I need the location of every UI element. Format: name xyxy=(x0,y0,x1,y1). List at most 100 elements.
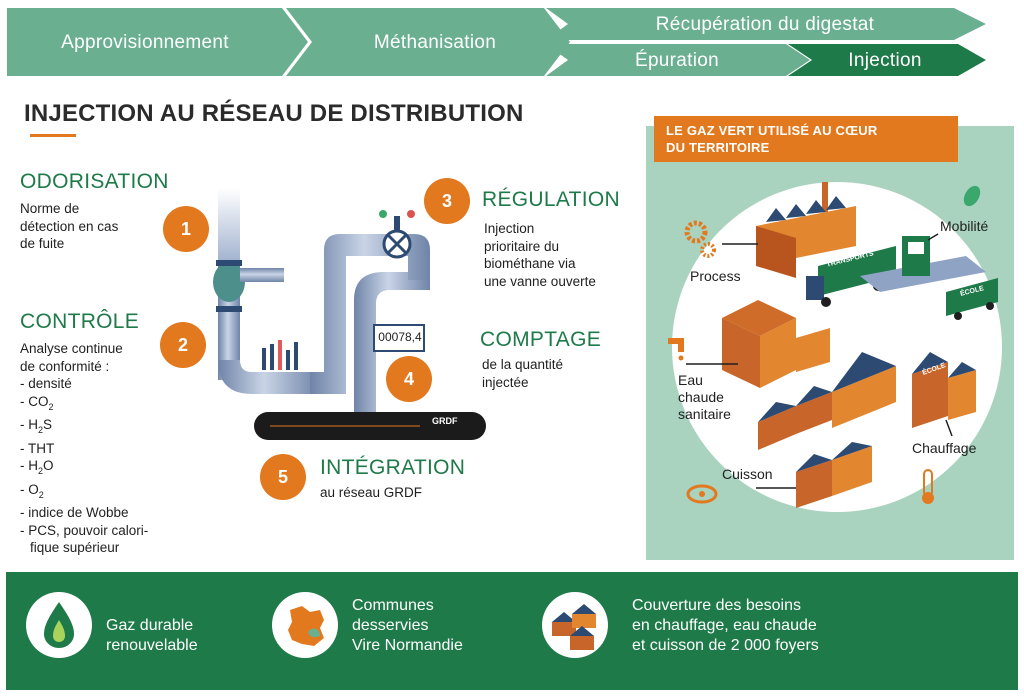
footer-icon-gas xyxy=(26,592,92,658)
badge-step-5: 5 xyxy=(260,454,306,500)
territory-title: LE GAZ VERT UTILISÉ AU CŒUR DU TERRITOIR… xyxy=(654,116,958,162)
valve-light-green xyxy=(379,210,387,218)
badge-step-1: 1 xyxy=(163,206,209,252)
step-label-epuration: Épuration xyxy=(634,50,720,71)
pipe-vertical-top xyxy=(218,188,240,268)
gas-drop-icon xyxy=(44,602,74,648)
param-densite: - densité xyxy=(20,376,72,391)
footer-icon-houses xyxy=(542,592,608,658)
process-bar: Approvisionnement Méthanisation Récupéra… xyxy=(0,0,1024,82)
label-eau-line: sanitaire xyxy=(678,406,731,422)
text-comptage: de la quantité injectée xyxy=(482,356,563,391)
footer-text-line: Communes xyxy=(352,597,434,614)
step-label-methanisation: Méthanisation xyxy=(373,32,497,53)
step-label-approvisionnement: Approvisionnement xyxy=(61,32,229,53)
valve-stem xyxy=(394,216,400,232)
text-integration: au réseau GRDF xyxy=(320,484,422,502)
text-controle-line: de conformité : xyxy=(20,358,110,374)
odorizer-bulb xyxy=(213,262,245,302)
badge-step-2: 2 xyxy=(160,322,206,368)
footer-text-communes: Communes desservies Vire Normandie xyxy=(352,596,463,656)
gas-meter xyxy=(373,324,425,352)
text-regulation: Injection prioritaire du biométhane via … xyxy=(484,220,596,290)
label-chauffage: Chauffage xyxy=(912,440,977,456)
text-odorisation-line: de fuite xyxy=(20,236,65,251)
factory-building xyxy=(756,182,856,278)
france-map-icon xyxy=(288,606,324,646)
joint-2 xyxy=(216,306,242,312)
footer-band xyxy=(6,572,1018,690)
meter-reading: 00078,4 xyxy=(378,330,422,344)
text-odorisation: Norme de détection en cas de fuite xyxy=(20,200,118,253)
step-shape-approvisionnement xyxy=(7,8,308,76)
school-building xyxy=(912,352,976,428)
heading-comptage: COMPTAGE xyxy=(480,328,602,351)
analyzer-bars xyxy=(262,340,298,370)
step-shape-recuperation xyxy=(546,8,986,40)
joint-1 xyxy=(216,260,242,266)
label-cuisson: Cuisson xyxy=(722,466,773,482)
heading-regulation: RÉGULATION xyxy=(482,188,620,211)
cooking-houses xyxy=(796,442,872,508)
param-pcs-cont: fique supérieur xyxy=(30,540,120,555)
thermometer-icon xyxy=(922,469,934,504)
param-h2o: - H2O xyxy=(20,458,54,476)
heading-integration: INTÉGRATION xyxy=(320,456,466,479)
step-label-recuperation: Récupération du digestat xyxy=(655,14,875,35)
text-integration-line: au réseau GRDF xyxy=(320,485,423,500)
text-controle-line: Analyse continue xyxy=(20,341,123,356)
footer-text-foyers: Couverture des besoins en chauffage, eau… xyxy=(632,596,819,656)
step-shape-epuration xyxy=(546,44,810,76)
step-shape-injection xyxy=(788,44,986,76)
param-co2: - CO2 xyxy=(20,393,54,412)
territory-illustration xyxy=(668,182,998,508)
footer-text-line: Gaz durable xyxy=(106,617,194,634)
valve-light-red xyxy=(407,210,415,218)
heading-controle: CONTRÔLE xyxy=(20,310,140,333)
leaf-icon xyxy=(963,185,981,207)
label-process: Process xyxy=(690,268,741,284)
heading-odorisation: ODORISATION xyxy=(20,170,169,193)
label-mobilite: Mobilité xyxy=(940,218,989,234)
page-title: INJECTION AU RÉSEAU DE DISTRIBUTION xyxy=(24,100,524,127)
footer-text-line: Couverture des besoins xyxy=(632,597,801,614)
footer-text-line: Vire Normandie xyxy=(352,637,463,654)
param-o2: - O2 xyxy=(20,481,44,500)
pipe-riser xyxy=(310,234,430,394)
label-eau-chaude: Eau chaude sanitaire xyxy=(678,372,731,423)
badge-step-4: 4 xyxy=(386,356,432,402)
label-eau-line: chaude xyxy=(678,389,724,405)
param-h2s: - H2S xyxy=(20,417,53,435)
odorizer-side-pipe xyxy=(240,268,284,282)
text-comptage-line: injectée xyxy=(482,374,529,390)
text-odorisation-line: Norme de xyxy=(20,201,80,216)
text-comptage-line: de la quantité xyxy=(482,357,564,372)
houses-icon xyxy=(552,604,596,650)
footer-text-line: renouvelable xyxy=(106,637,198,654)
text-regulation-line: biométhane via xyxy=(484,256,576,271)
text-controle: Analyse continue de conformité : - densi… xyxy=(20,340,148,557)
controle-parameter-list: - densité - CO2 - H2S - THT - H2O - O2 -… xyxy=(20,375,148,557)
footer-text-line: et cuisson de 2 000 foyers xyxy=(632,637,819,654)
footer-text-line: desservies xyxy=(352,617,429,634)
title-underline xyxy=(30,134,76,137)
footer-text-gas: Gaz durable renouvelable xyxy=(106,616,198,656)
network-logo: GRDF xyxy=(432,416,458,426)
param-wobbe: - indice de Wobbe xyxy=(20,505,129,520)
param-tht: - THT xyxy=(20,440,55,456)
gear-icon xyxy=(684,220,716,258)
footer-text-line: en chauffage, eau chaude xyxy=(632,617,817,634)
territory-title-line: DU TERRITOIRE xyxy=(666,140,770,155)
pipe-elbow-bottom xyxy=(218,360,320,394)
param-pcs: - PCS, pouvoir calori- xyxy=(20,522,149,538)
badge-step-3: 3 xyxy=(424,178,470,224)
text-regulation-line: Injection xyxy=(484,221,535,236)
text-odorisation-line: détection en cas xyxy=(20,218,119,234)
text-regulation-line: prioritaire du xyxy=(484,238,560,254)
territory-title-line: LE GAZ VERT UTILISÉ AU CŒUR xyxy=(666,123,878,138)
faucet-icon xyxy=(668,338,684,361)
burner-icon xyxy=(686,484,718,504)
text-regulation-line: une vanne ouverte xyxy=(484,273,596,289)
step-label-injection: Injection xyxy=(848,50,922,71)
label-eau-line: Eau xyxy=(678,372,703,388)
